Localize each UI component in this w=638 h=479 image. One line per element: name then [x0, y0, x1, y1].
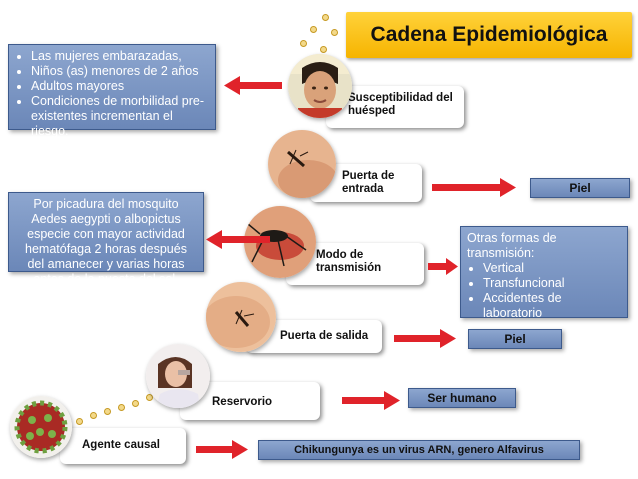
arrow-right-icon [428, 258, 458, 275]
otras-formas-heading: Otras formas de transmisión: [467, 231, 557, 260]
photo-skin-exit [206, 282, 276, 352]
puerta-salida-value: Piel [468, 329, 562, 349]
transmision-text: Por picadura del mosquito Aedes aegypti … [25, 197, 187, 286]
arrow-right-icon [196, 440, 248, 459]
photo-skin-entry [268, 130, 336, 198]
list-item: Accidentes de laboratorio [483, 291, 621, 321]
susceptibles-box: Las mujeres embarazadas, Niños (as) meno… [8, 44, 216, 138]
otras-formas-box: Otras formas de transmisión: Vertical Tr… [460, 226, 628, 321]
reservorio-value: Ser humano [408, 388, 516, 408]
stage-label: Puerta de entrada [342, 170, 395, 195]
list-item: Transfuncional [483, 276, 621, 291]
arrow-left-icon [224, 76, 282, 95]
transmision-box: Por picadura del mosquito Aedes aegypti … [8, 192, 204, 286]
stage-label: Puerta de salida [280, 330, 369, 342]
arrow-right-icon [432, 178, 516, 197]
list-item: Niños (as) menores de 2 años [31, 64, 209, 79]
list-item: Adultos mayores [31, 79, 209, 94]
photo-reservoir-person [146, 344, 210, 408]
stage-agente-causal: Agente causal [60, 428, 186, 464]
arrow-right-icon [342, 391, 400, 410]
puerta-entrada-value: Piel [530, 178, 630, 198]
stage-label: Modo de transmisión [316, 249, 382, 274]
stage-susceptibilidad: Susceptibilidad del huésped [326, 86, 464, 128]
photo-virus [10, 396, 72, 458]
otras-formas-list: Vertical Transfuncional Accidentes de la… [467, 261, 621, 321]
photo-mosquito [244, 206, 316, 278]
page-title: Cadena Epidemiológica [346, 12, 632, 58]
list-item: Condiciones de morbilidad pre-existentes… [31, 94, 209, 139]
stage-label: Agente causal [82, 439, 160, 451]
stage-label: Susceptibilidad del huésped [348, 92, 453, 117]
list-item: Vertical [483, 261, 621, 276]
list-item: Las mujeres embarazadas, [31, 49, 209, 64]
susceptibles-list: Las mujeres embarazadas, Niños (as) meno… [15, 49, 209, 139]
agente-value: Chikungunya es un virus ARN, genero Alfa… [258, 440, 580, 460]
stage-label: Reservorio [212, 396, 273, 408]
arrow-right-icon [394, 329, 456, 348]
photo-child [288, 54, 352, 118]
